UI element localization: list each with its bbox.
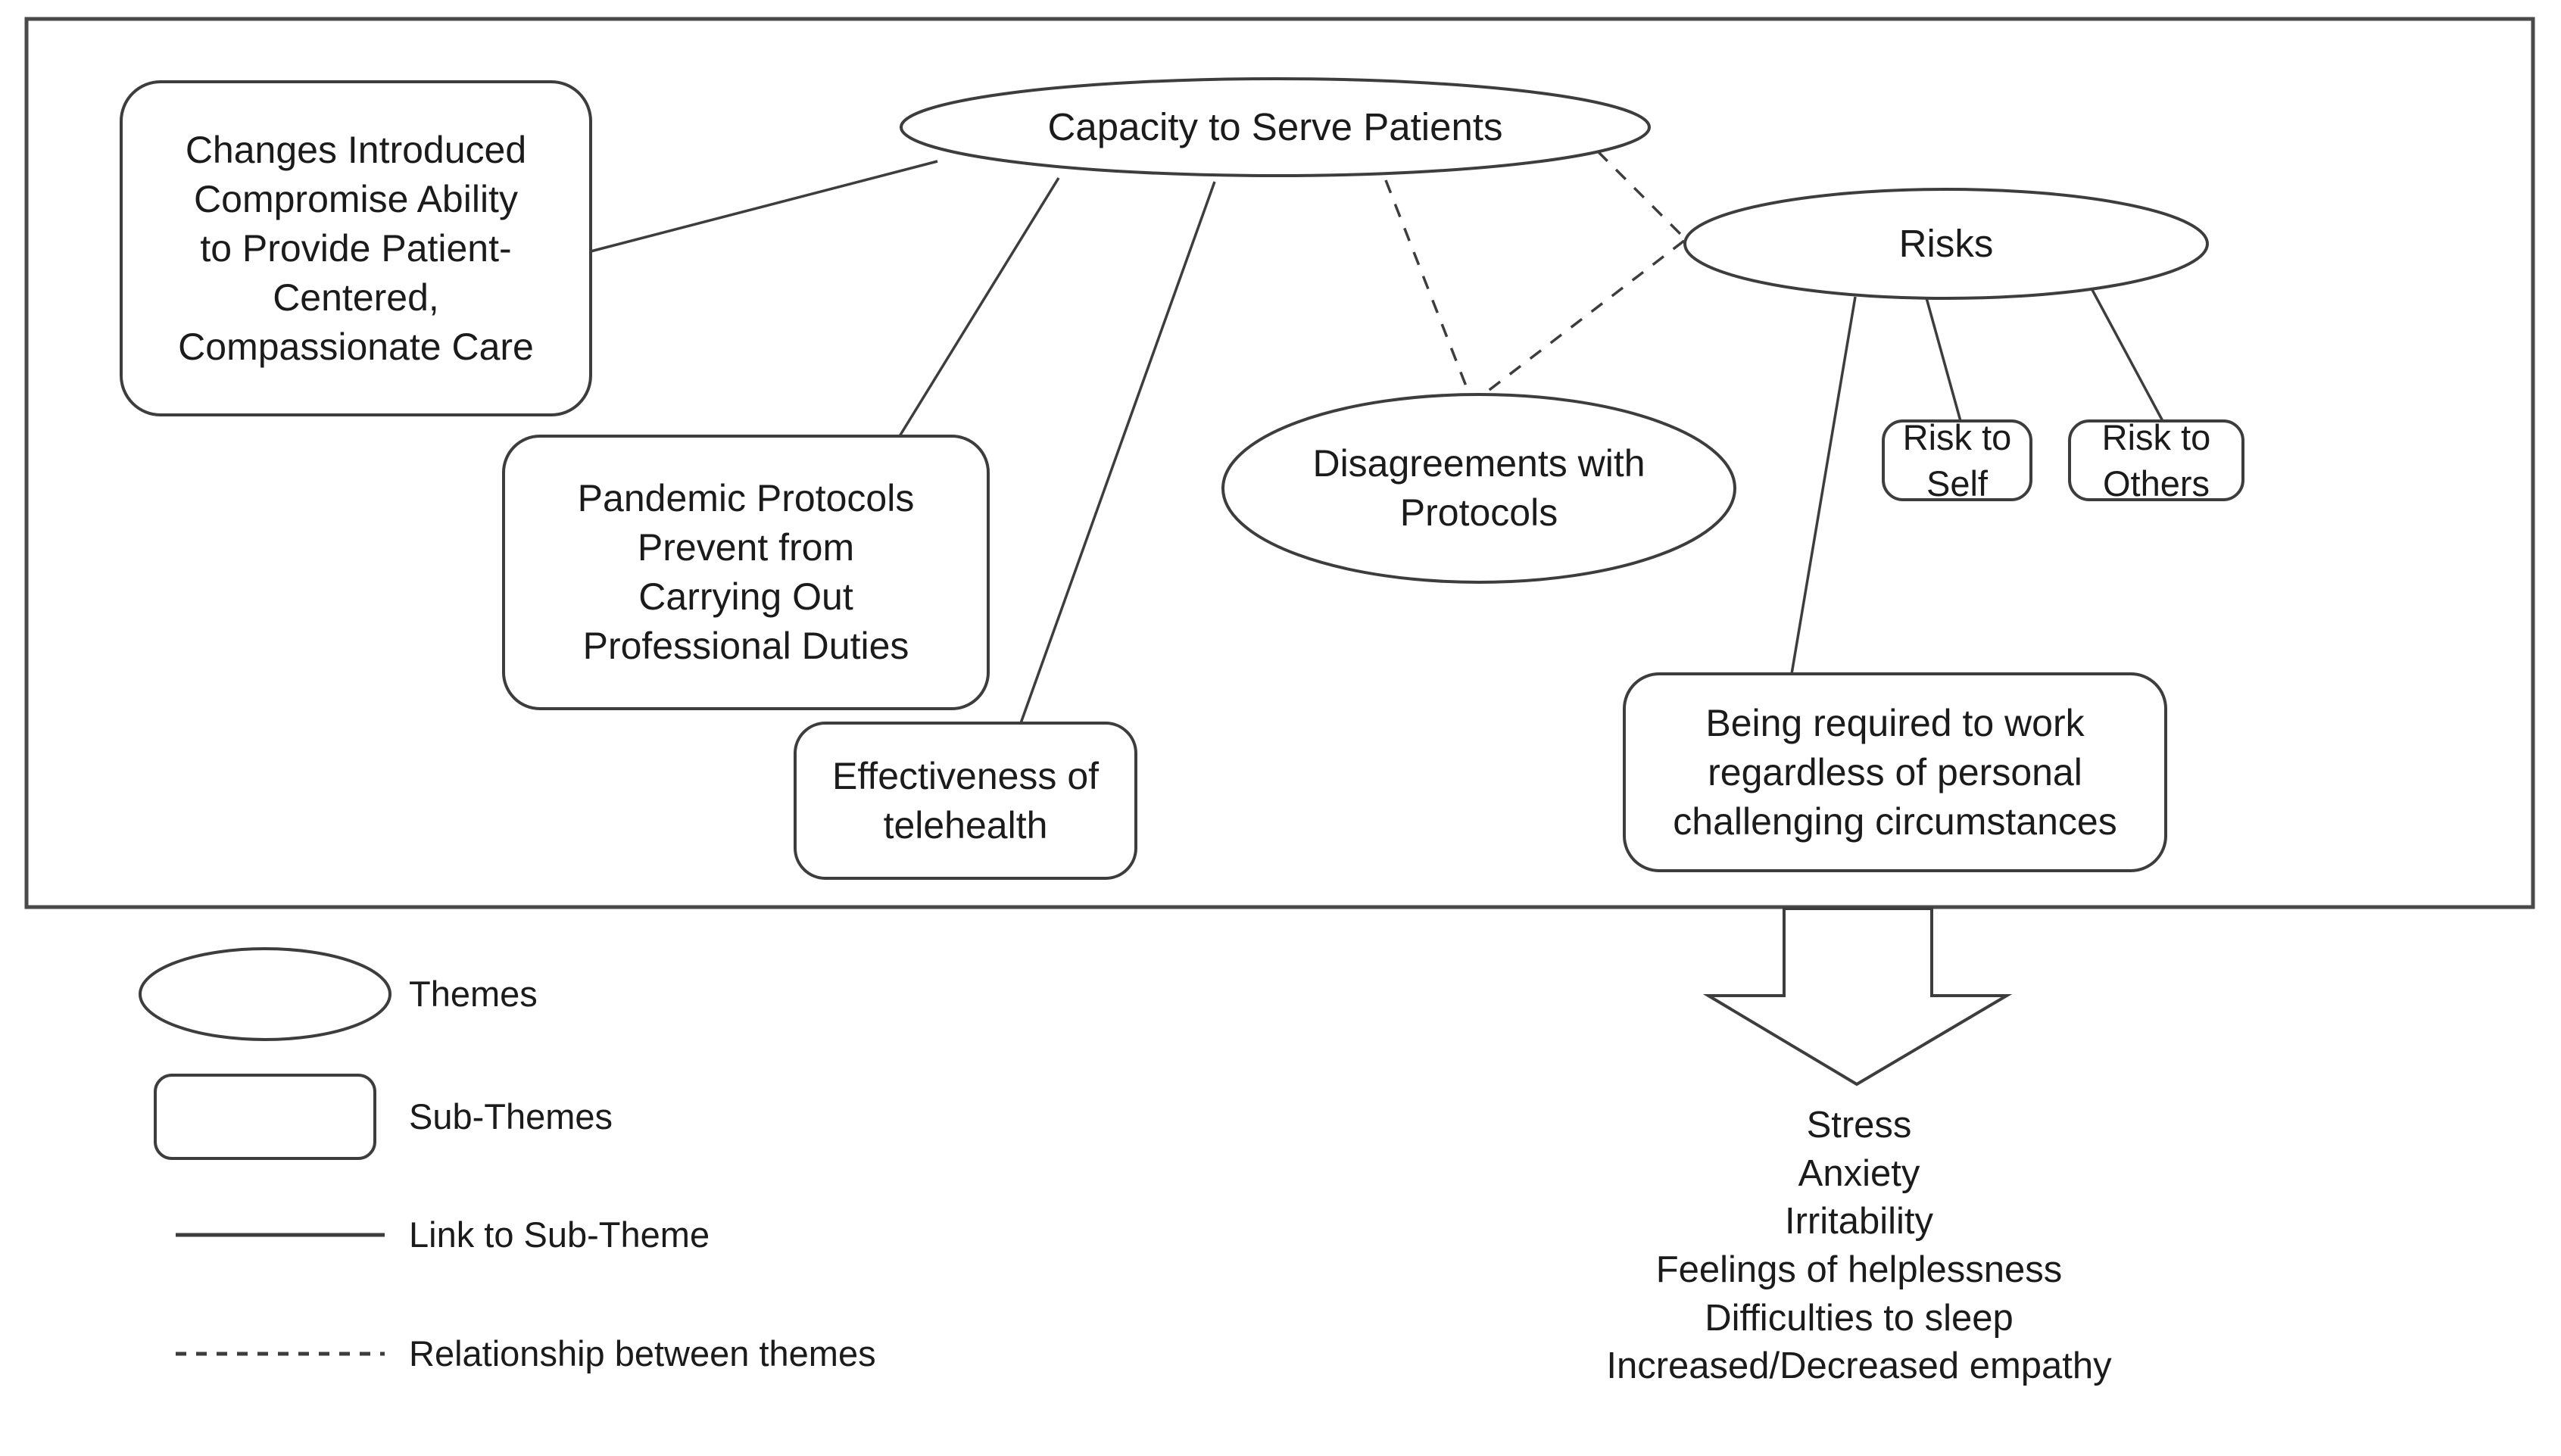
outcome-item: Stress — [1806, 1105, 1912, 1146]
map-border — [24, 17, 2535, 909]
outcome-item: Feelings of helplessness — [1655, 1249, 2063, 1291]
legend-ellipse-symbol — [139, 947, 391, 1041]
legend-label-link-to-sub-theme: Link to Sub-Theme — [409, 1214, 710, 1255]
link-capacity-to-pandemic-protocols — [898, 177, 1060, 437]
legend-label-relationship-between-themes: Relationship between themes — [409, 1333, 876, 1373]
outcome-item: Increased/Decreased empathy — [1606, 1345, 2112, 1387]
outcome-item: Anxiety — [1798, 1152, 1920, 1194]
outcome-item: Irritability — [1784, 1201, 1934, 1242]
outcomes-list: Stress Anxiety Irritability Feelings of … — [1477, 1102, 2241, 1391]
subtheme-shape-effectiveness-of-telehealth[interactable] — [794, 722, 1137, 880]
theme-shape-risks[interactable] — [1683, 188, 2209, 300]
outcome-item: Difficulties to sleep — [1705, 1297, 2014, 1339]
link-risks-to-being-required — [1790, 296, 1857, 675]
link-risks-to-risk-to-self — [1924, 295, 1962, 422]
link-capacity-to-telehealth — [1019, 181, 1216, 724]
outcomes-arrow — [1702, 907, 2013, 1087]
theme-shape-capacity-to-serve-patients[interactable] — [900, 77, 1651, 177]
subtheme-shape-being-required-to-work[interactable] — [1623, 672, 2167, 872]
legend-label-sub-themes: Sub-Themes — [409, 1096, 613, 1136]
legend-rect-symbol — [154, 1074, 376, 1160]
link-risks-to-risk-to-others — [2085, 278, 2164, 422]
link-capacity-to-changes-introduced — [590, 160, 938, 253]
legend-label-themes: Themes — [409, 973, 538, 1014]
relationship-capacity-to-disagreements — [1384, 179, 1471, 394]
subtheme-shape-risk-to-others[interactable] — [2068, 419, 2244, 501]
subtheme-shape-risk-to-self[interactable] — [1882, 419, 2032, 501]
relationship-risks-to-disagreements — [1479, 239, 1686, 398]
subtheme-shape-pandemic-protocols[interactable] — [502, 435, 990, 710]
relationship-capacity-to-risks — [1596, 150, 1686, 239]
theme-shape-disagreements-with-protocols[interactable] — [1221, 393, 1736, 584]
subtheme-shape-changes-introduced[interactable] — [120, 80, 592, 416]
